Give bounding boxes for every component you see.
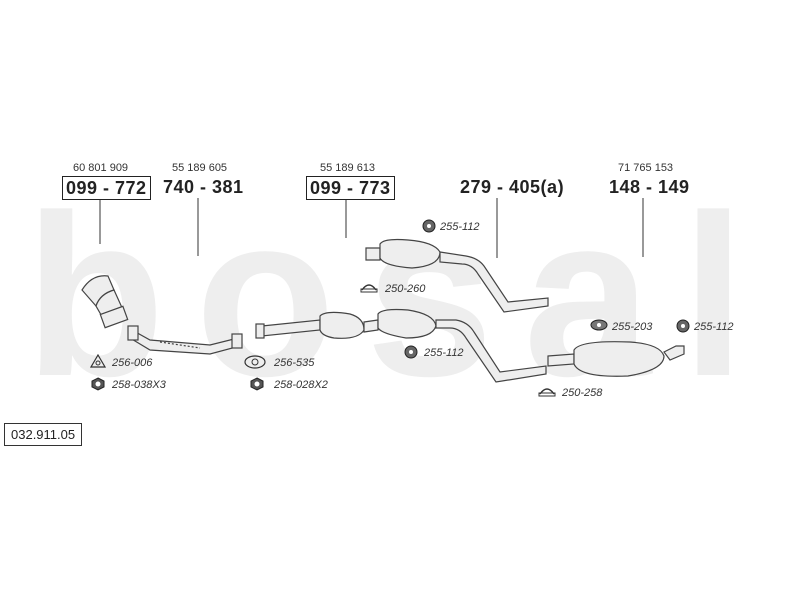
part-ref: 55 189 605 [172,162,228,174]
intermediate-part [365,238,549,313]
accessory-label: 250-258 [562,387,603,399]
rear-silencer-part [547,341,685,377]
front-pipe-part [127,325,243,355]
part-number[interactable]: 099 - 773 [306,176,395,200]
triangle-gasket-icon [90,354,106,368]
accessory-label: 255-112 [424,347,464,359]
accessory-label: 255-112 [694,321,734,333]
svg-text:bosal: bosal [25,167,776,424]
part-number[interactable]: 099 - 772 [62,176,151,200]
accessory-label: 255-203 [612,321,653,333]
accessory-label: 250-260 [385,283,426,295]
rubber-mount-icon [676,319,690,333]
nut-icon [91,377,105,391]
part-ref: 71 765 153 [618,162,674,174]
part-number[interactable]: 148 - 149 [609,177,690,197]
clamp-icon [360,284,378,293]
manifold-pipe-part [81,275,129,329]
catalog-number: 032.911.05 [4,423,83,446]
part-number[interactable]: 279 - 405(a) [460,177,565,197]
rubber-mount-icon [422,219,436,233]
accessory-label: 256-006 [112,357,153,369]
clamp-icon [538,388,556,397]
oval-gasket-icon [244,355,266,369]
accessory-label: 255-112 [440,221,480,233]
rubber-mount-icon [590,319,608,331]
accessory-label: 258-038X3 [112,379,166,391]
accessory-label: 258-028X2 [274,379,328,391]
part-ref: 55 189 613 [320,162,376,174]
accessory-label: 256-535 [274,357,315,369]
rubber-mount-icon [404,345,418,359]
part-number[interactable]: 740 - 381 [163,177,244,197]
cat-centre-part [255,308,547,383]
part-ref: 60 801 909 [73,162,129,174]
nut-icon [250,377,264,391]
